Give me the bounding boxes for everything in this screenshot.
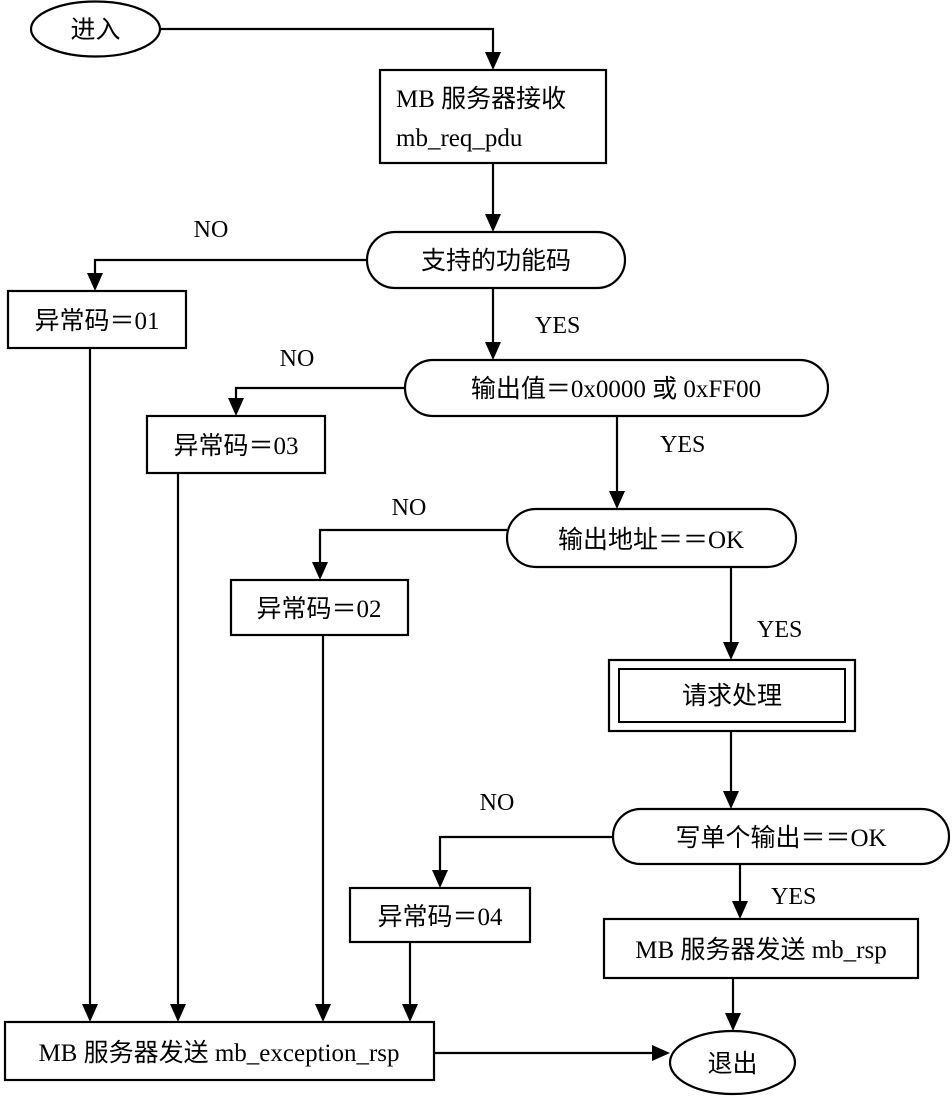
exception-code-04-box-shape [348, 886, 532, 944]
edge-outvalue-no-to-exc03: NO [228, 346, 405, 416]
node-handle-request[interactable]: 请求处理 [607, 658, 857, 733]
node-exception-code-01[interactable]: 异常码＝01 [6, 289, 188, 350]
edge-sendexcrsp-to-end [434, 1045, 670, 1061]
edge-line [234, 386, 405, 408]
node-start[interactable]: 进入 [29, 0, 162, 58]
arrow-head [725, 1013, 741, 1031]
node-receive-request-label-line1: MB 服务器接收 [396, 85, 566, 113]
node-decision-function-code-label: 支持的功能码 [421, 247, 571, 275]
edge-label-yes-outvalue: YES [660, 432, 705, 458]
arrow-head [87, 273, 103, 291]
node-exception-code-04-label: 异常码＝04 [377, 903, 503, 931]
decision-output-value-shape [403, 358, 830, 418]
arrow-head [82, 1004, 98, 1022]
edge-label-yes-funccode: YES [535, 313, 580, 339]
arrow-head [170, 1004, 186, 1022]
edge-handlereq-to-writecoil [723, 731, 739, 809]
edge-line [318, 528, 507, 572]
edge-label-no-funccode: NO [194, 217, 229, 243]
node-handle-request-label: 请求处理 [682, 682, 782, 710]
edge-outaddr-yes-to-handlereq: YES [723, 567, 802, 660]
arrow-head [485, 342, 501, 360]
edge-label-no-writecoil: NO [480, 790, 515, 816]
node-send-exception-response-label: MB 服务器发送 mb_exception_rsp [38, 1039, 399, 1067]
node-send-response-label: MB 服务器发送 mb_rsp [635, 936, 886, 964]
node-exception-code-04[interactable]: 异常码＝04 [348, 886, 532, 944]
node-send-response[interactable]: MB 服务器发送 mb_rsp [602, 917, 920, 980]
arrow-head [652, 1045, 670, 1061]
edge-label-no-outvalue: NO [280, 346, 315, 372]
decision-output-address-shape [505, 507, 798, 569]
node-exception-code-02-label: 异常码＝02 [256, 595, 381, 623]
arrow-head [432, 870, 448, 888]
arrow-head [732, 901, 748, 919]
node-decision-output-address[interactable]: 输出地址＝＝OK [505, 507, 798, 569]
node-receive-request[interactable]: MB 服务器接收 mb_req_pdu [378, 68, 608, 165]
edge-exc01-to-sendexcrsp [82, 348, 98, 1022]
edge-exc03-to-sendexcrsp [170, 473, 186, 1022]
edge-line [160, 27, 495, 62]
edge-line [93, 258, 367, 283]
arrow-head [723, 642, 739, 660]
arrow-head [402, 1004, 418, 1022]
start-ellipse-shape [29, 0, 162, 58]
node-exception-code-02[interactable]: 异常码＝02 [229, 578, 410, 637]
node-start-label: 进入 [70, 17, 120, 44]
edge-outaddr-no-to-exc02: NO [312, 495, 507, 580]
arrow-head [485, 52, 501, 70]
arrow-head [723, 791, 739, 809]
arrow-head [228, 398, 244, 416]
edge-sendrsp-to-end [725, 978, 741, 1031]
arrow-head [609, 491, 625, 509]
edge-recv-to-funccode [485, 163, 501, 232]
decision-function-code-shape [365, 230, 627, 290]
node-exception-code-03[interactable]: 异常码＝03 [145, 414, 327, 475]
node-decision-output-address-label: 输出地址＝＝OK [558, 526, 744, 554]
edge-line [438, 835, 613, 880]
node-end-label: 退出 [707, 1050, 757, 1078]
exception-code-03-box-shape [145, 414, 327, 475]
node-send-exception-response[interactable]: MB 服务器发送 mb_exception_rsp [3, 1020, 436, 1082]
edge-writecoil-no-to-exc04: NO [432, 790, 613, 888]
arrow-head [312, 562, 328, 580]
receive-request-box-shape [378, 68, 608, 165]
node-decision-write-single-coil[interactable]: 写单个输出＝＝OK [611, 807, 951, 866]
node-decision-output-value[interactable]: 输出值＝0x0000 或 0xFF00 [403, 358, 830, 418]
edge-label-yes-writecoil: YES [771, 884, 816, 910]
edge-outvalue-yes-to-outaddr: YES [609, 416, 705, 509]
node-decision-function-code-supported[interactable]: 支持的功能码 [365, 230, 627, 290]
end-ellipse-shape [668, 1029, 797, 1096]
node-end[interactable]: 退出 [668, 1029, 797, 1096]
edge-funccode-no-to-exc01: NO [87, 217, 367, 291]
send-exception-response-box-shape [3, 1020, 436, 1082]
edge-writecoil-yes-to-sendrsp: YES [732, 864, 816, 919]
node-decision-write-single-coil-label: 写单个输出＝＝OK [675, 824, 886, 852]
edge-funccode-yes-to-outvalue: YES [485, 288, 580, 360]
send-response-box-shape [602, 917, 920, 980]
arrow-head [315, 1004, 331, 1022]
edge-exc04-to-sendexcrsp [402, 942, 418, 1022]
node-exception-code-01-label: 异常码＝01 [34, 307, 159, 335]
edge-label-yes-outaddr: YES [757, 617, 802, 643]
node-exception-code-03-label: 异常码＝03 [173, 432, 298, 460]
exception-code-02-box-shape [229, 578, 410, 637]
arrow-head [485, 214, 501, 232]
edge-label-no-outaddr: NO [392, 495, 427, 521]
edge-start-to-recv [160, 27, 501, 70]
decision-write-single-coil-shape [611, 807, 951, 866]
edge-exc02-to-sendexcrsp [315, 635, 331, 1022]
handle-request-inner-box-shape [618, 668, 846, 723]
exception-code-01-box-shape [6, 289, 188, 350]
node-receive-request-label-line2: mb_req_pdu [396, 125, 523, 152]
node-decision-output-value-label: 输出值＝0x0000 或 0xFF00 [471, 375, 761, 403]
